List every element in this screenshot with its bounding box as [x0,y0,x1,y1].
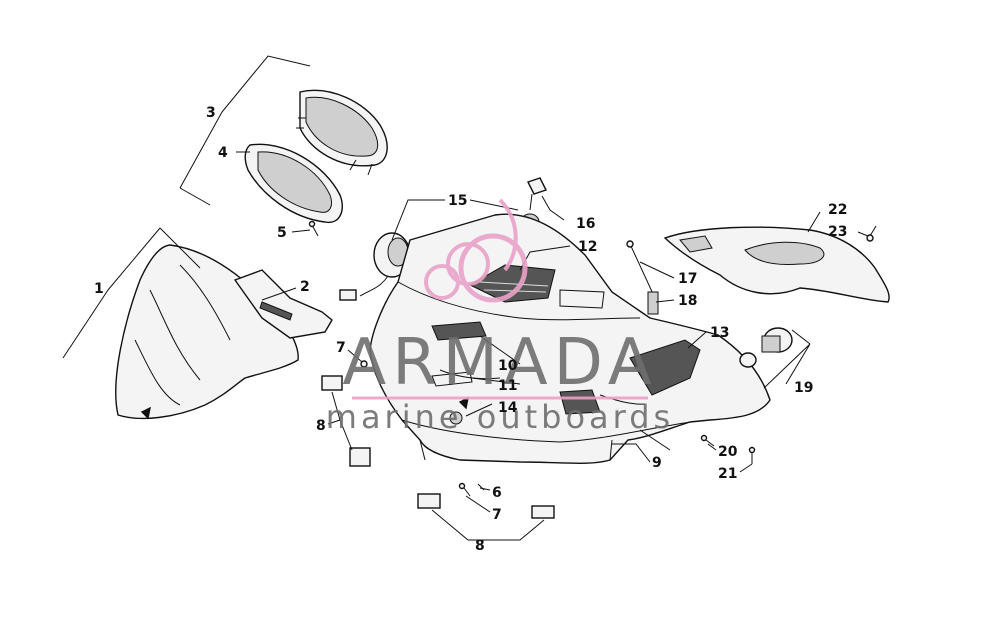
callout-13: 13 [710,325,729,341]
callout-11: 11 [498,378,517,394]
callout-19: 19 [794,380,813,396]
front-grille-part [431,321,601,415]
watermark-logo [424,198,528,303]
callout-4: 4 [218,145,228,161]
callout-18: 18 [678,293,697,309]
gauge-part [296,89,388,176]
callout-17: 17 [678,271,697,287]
watermark-brand: ARMADA [342,326,657,400]
callout-2: 2 [300,279,310,295]
top-grille-part [468,264,556,303]
leader-lines [62,55,869,541]
callout-10: 10 [498,358,518,374]
callout-22: 22 [828,202,847,218]
callout-15: 15 [448,193,467,209]
callout-16: 16 [576,216,595,232]
callout-9: 9 [652,455,662,471]
lower-screw-part [700,434,756,464]
knob-part [739,327,793,368]
prop-rod-part [626,240,659,315]
pad-part [321,375,555,519]
gauge-bezel-part [244,143,343,224]
small-fastener-part [360,360,485,497]
side-grille-part [629,339,701,396]
callout-23: 23 [828,224,847,240]
callout-6: 6 [492,485,502,501]
callout-8b: 8 [475,538,485,554]
callout-20: 20 [718,444,738,460]
windshield-part [115,244,299,420]
watermark: ARMADA marine outboards [326,198,674,436]
callout-21: 21 [718,466,737,482]
callout-8: 8 [316,418,326,434]
screw-part [308,220,319,237]
callout-3: 3 [206,105,216,121]
panel-screw-part [866,225,877,242]
callout-1: 1 [94,281,104,297]
watermark-tagline: marine outboards [326,398,674,436]
callout-5: 5 [277,225,287,241]
bracket-part [233,269,333,339]
callout-14: 14 [498,400,518,416]
callout-labels: 1 2 3 4 5 6 7 7 8 8 9 10 11 12 13 14 15 … [94,105,847,554]
callout-7b: 7 [492,507,502,523]
hood-body-part [369,213,771,464]
callout-7: 7 [336,340,346,356]
rear-panel-part [663,226,890,303]
callout-12: 12 [578,239,597,255]
